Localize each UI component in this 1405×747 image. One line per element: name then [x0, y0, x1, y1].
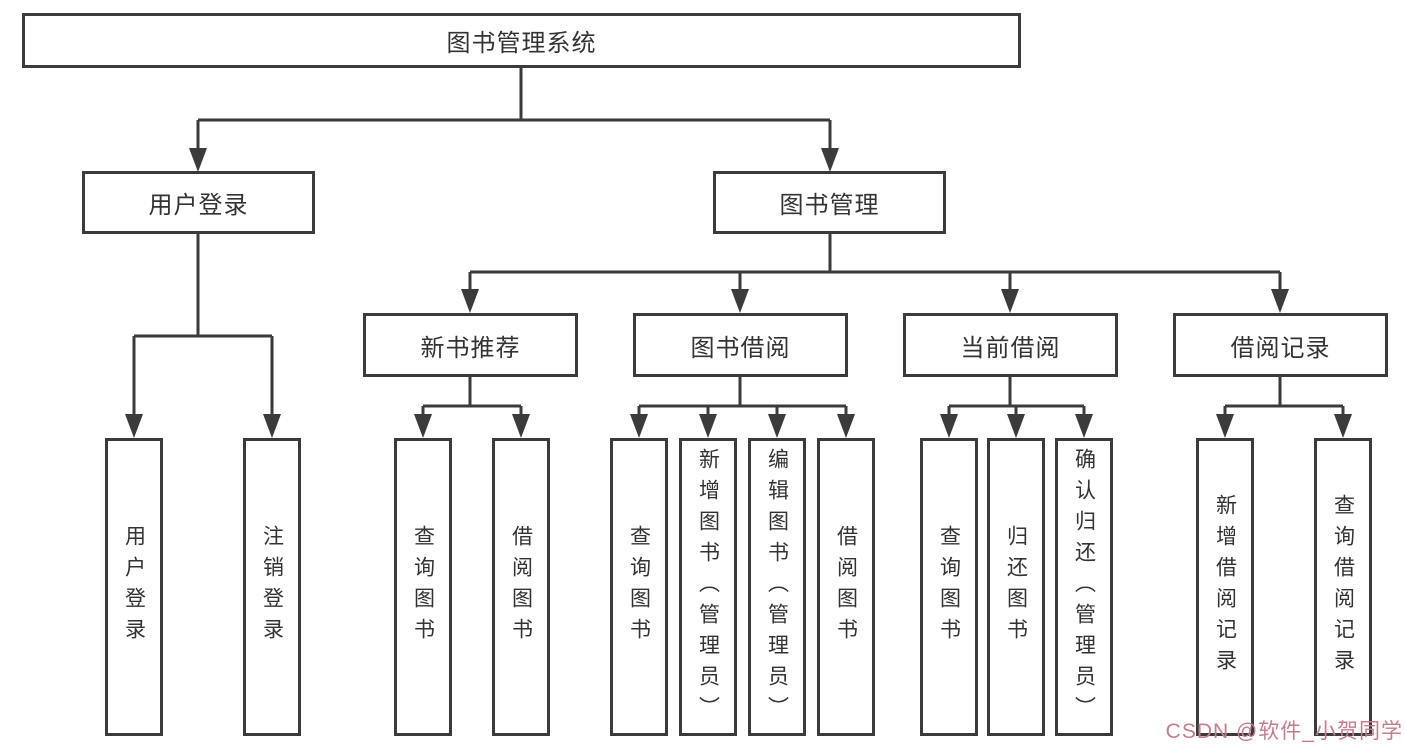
arrowhead-icon: [125, 414, 143, 438]
arrowhead-icon: [940, 414, 958, 438]
leaf-newbook-borrow-label: 借阅图书: [509, 525, 533, 649]
csdn-watermark: CSDN @软件_小贺同学: [1165, 720, 1403, 743]
arrowhead-icon: [189, 148, 207, 172]
leaf-records-add-label: 新增借阅记录: [1213, 494, 1237, 680]
arrowhead-icon: [1001, 289, 1019, 313]
leaf-current-query: 查询图书: [920, 438, 978, 736]
connector-path: [132, 68, 1345, 416]
leaf-borrow-edit-admin: 编辑图书（管理员）: [748, 438, 806, 736]
leaf-current-confirm-admin: 确认归还（管理员）: [1055, 438, 1113, 736]
leaf-newbook-query-label: 查询图书: [411, 525, 435, 649]
arrowhead-icon: [768, 414, 786, 438]
leaf-current-query-label: 查询图书: [937, 525, 961, 649]
arrowhead-icon: [1334, 414, 1352, 438]
leaf-borrow-query: 查询图书: [610, 438, 668, 736]
leaf-newbook-query: 查询图书: [394, 438, 452, 736]
leaf-current-confirm-admin-label: 确认归还（管理员）: [1072, 447, 1096, 727]
leaf-logout: 注销登录: [243, 438, 301, 736]
node-current-borrow: 当前借阅: [903, 313, 1118, 377]
arrowhead-icon: [414, 414, 432, 438]
node-library-system: 图书管理系统: [22, 13, 1021, 68]
arrowhead-icon: [630, 414, 648, 438]
leaf-borrow-edit-admin-label: 编辑图书（管理员）: [765, 447, 789, 727]
arrowhead-icon: [1007, 414, 1025, 438]
node-book-management: 图书管理: [713, 171, 946, 234]
leaf-borrow-borrow-label: 借阅图书: [834, 525, 858, 649]
arrowhead-icon: [1075, 414, 1093, 438]
leaf-borrow-add-admin-label: 新增图书（管理员）: [696, 447, 720, 727]
node-user-login-group: 用户登录: [82, 171, 315, 234]
arrowheads: [125, 148, 1352, 438]
leaf-borrow-query-label: 查询图书: [627, 525, 651, 649]
leaf-borrow-add-admin: 新增图书（管理员）: [679, 438, 737, 736]
arrowhead-icon: [1216, 414, 1234, 438]
leaf-borrow-borrow: 借阅图书: [817, 438, 875, 736]
leaf-current-return: 归还图书: [987, 438, 1045, 736]
arrowhead-icon: [699, 414, 717, 438]
arrowhead-icon: [1271, 289, 1289, 313]
leaf-records-add: 新增借阅记录: [1196, 438, 1254, 736]
arrowhead-icon: [263, 414, 281, 438]
leaf-records-query: 查询借阅记录: [1314, 438, 1372, 736]
leaf-newbook-borrow: 借阅图书: [492, 438, 550, 736]
leaf-logout-label: 注销登录: [260, 525, 284, 649]
leaf-records-query-label: 查询借阅记录: [1331, 494, 1355, 680]
node-new-book-recommend: 新书推荐: [363, 313, 578, 377]
arrowhead-icon: [512, 414, 530, 438]
arrowhead-icon: [821, 148, 839, 172]
node-borrow-records: 借阅记录: [1173, 313, 1388, 377]
arrowhead-icon: [461, 289, 479, 313]
node-book-borrow: 图书借阅: [633, 313, 848, 377]
arrowhead-icon: [731, 289, 749, 313]
leaf-user-login: 用户登录: [105, 438, 163, 736]
arrowhead-icon: [837, 414, 855, 438]
leaf-current-return-label: 归还图书: [1004, 525, 1028, 649]
leaf-user-login-label: 用户登录: [122, 525, 146, 649]
